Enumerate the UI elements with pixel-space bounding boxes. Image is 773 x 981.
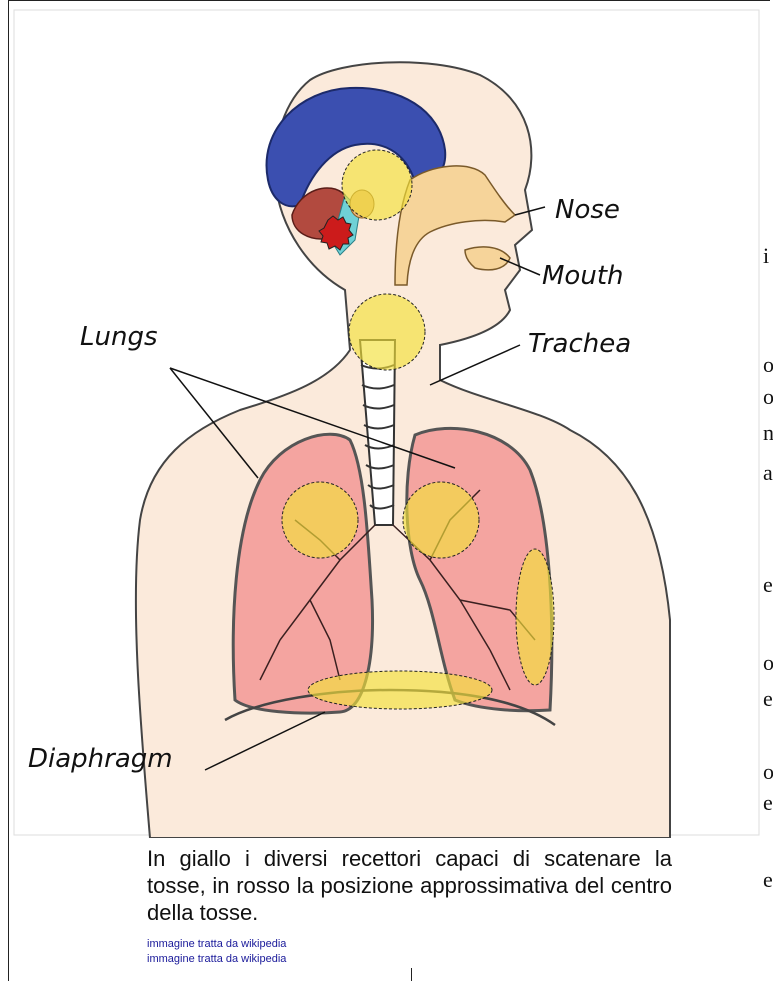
trachea-leader-line xyxy=(430,345,520,385)
source-link[interactable]: immagine tratta da wikipedia xyxy=(147,938,286,950)
label-trachea: Trachea xyxy=(528,329,631,359)
receptor-right-bronchus-marker xyxy=(282,482,358,558)
respiratory-system-illustration: Nose Mouth Trachea Lungs Diaphragm xyxy=(10,0,765,838)
clipped-text-char: e xyxy=(763,867,773,893)
receptor-pleura-marker xyxy=(516,549,554,685)
label-diaphragm: Diaphragm xyxy=(28,744,173,774)
receptor-diaphragm-marker xyxy=(308,671,492,709)
label-nose: Nose xyxy=(555,195,620,225)
receptor-larynx-marker xyxy=(349,294,425,370)
receptor-left-bronchus-marker xyxy=(403,482,479,558)
label-lungs: Lungs xyxy=(80,322,158,352)
receptor-nasopharynx-marker xyxy=(342,150,412,220)
divider xyxy=(411,968,412,981)
figure-caption: In giallo i diversi recettori capaci di … xyxy=(147,845,672,926)
frame-left xyxy=(8,0,9,981)
label-mouth: Mouth xyxy=(542,261,624,291)
source-link[interactable]: immagine tratta da wikipedia xyxy=(147,953,286,965)
